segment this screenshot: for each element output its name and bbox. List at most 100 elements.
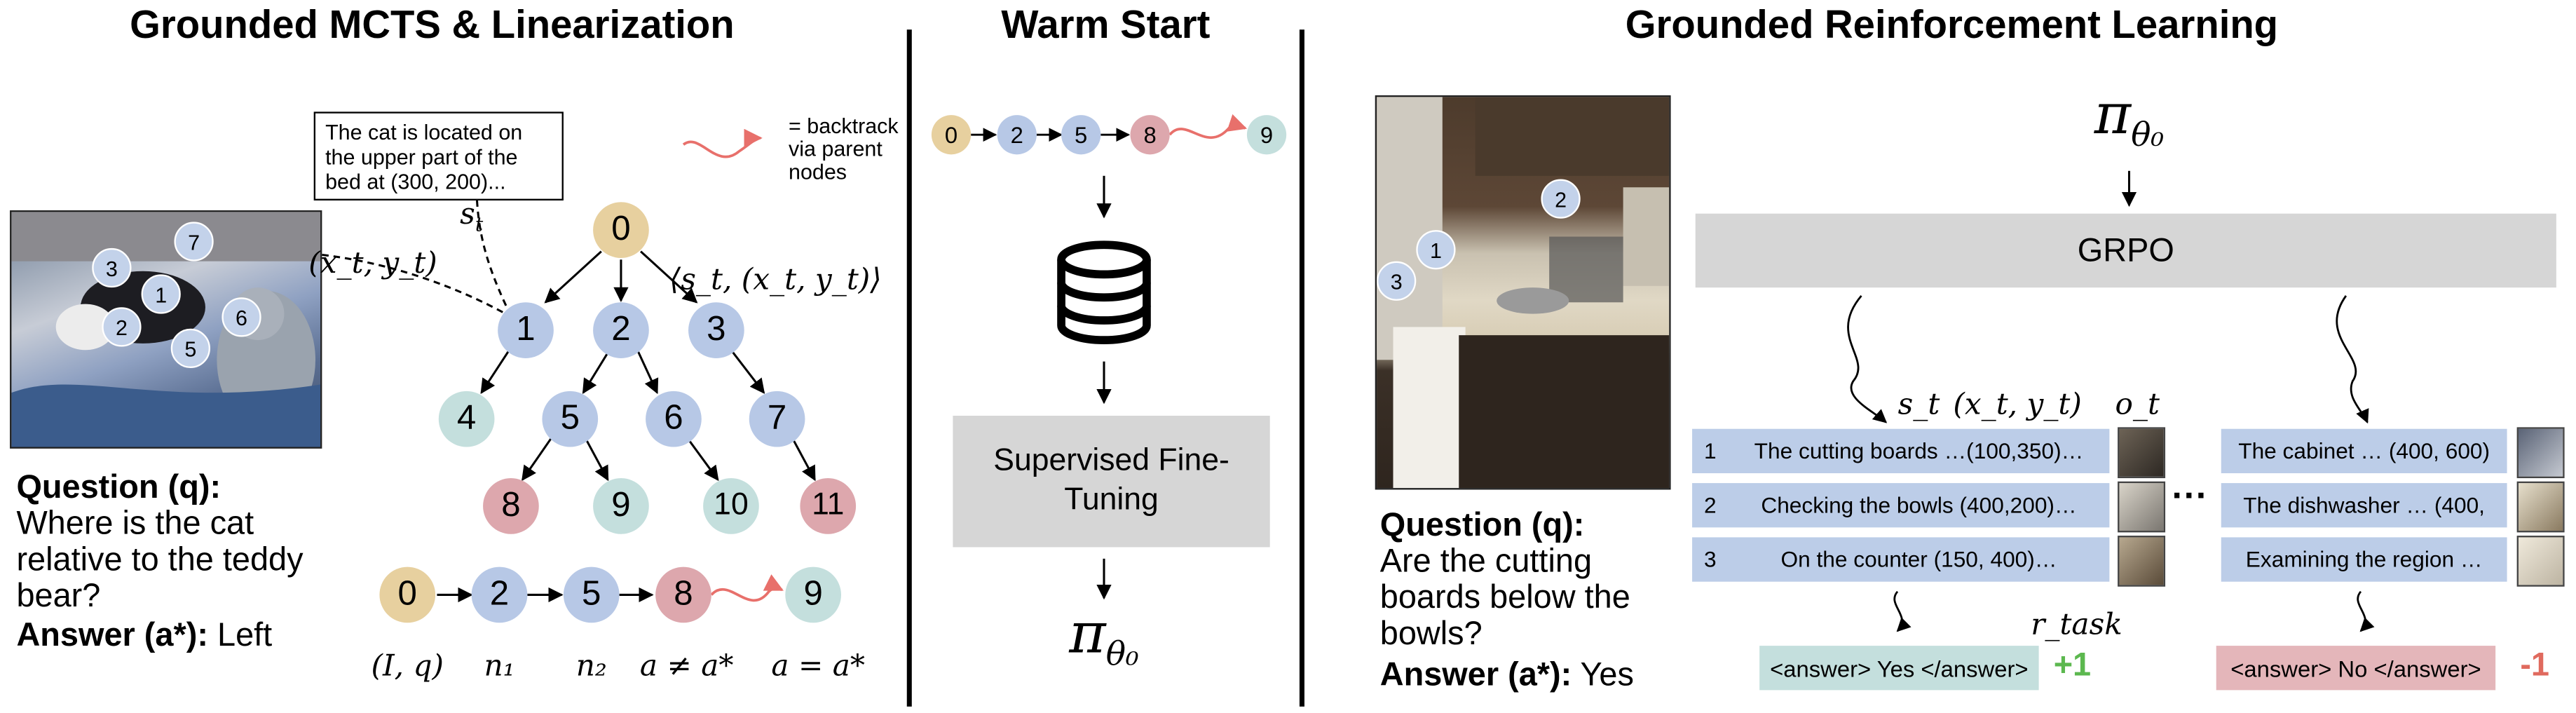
section-title-mcts: Grounded MCTS & Linearization (130, 3, 735, 48)
tree-edges (480, 250, 816, 482)
dashed-arrow-state (469, 179, 507, 306)
kitchen-node-2: 2 (1541, 179, 1581, 219)
database-icon (1057, 240, 1151, 345)
grl-col-obs: o_t (2115, 388, 2160, 423)
cat-photo-shapes (11, 212, 321, 447)
path-label-correct: a = a* (771, 649, 865, 684)
label-coord: (x_t, y_t) (308, 246, 437, 281)
mcts-question-block: Question (q): Where is the cat relative … (16, 470, 328, 614)
backtrack-arrow-left (710, 574, 784, 602)
tree-node-4: 4 (438, 391, 495, 447)
photo-node-6: 6 (222, 297, 261, 337)
path-label-input: (I, q) (371, 649, 444, 684)
grl-col-coord: (x_t, y_t) (1953, 388, 2082, 423)
photo-node-5: 5 (170, 328, 210, 368)
warm-node-0: 0 (931, 115, 972, 155)
grpo-left-arrow (1847, 294, 1888, 423)
traj-left-row: 2 Checking the bowls (400,200)… (1692, 483, 2110, 528)
kitchen-photo-shapes (1377, 97, 1670, 489)
state-callout: The cat is located on the upper part of … (313, 111, 564, 201)
obs-thumbnail (2118, 481, 2166, 533)
row-text: Checking the bowls (400,200)… (1761, 493, 2077, 518)
kitchen-node-1: 1 (1416, 230, 1456, 270)
tree-node-2: 2 (593, 302, 649, 358)
tree-node-11: 11 (800, 478, 857, 534)
traj-right-row: Examining the region … (2221, 537, 2507, 582)
kitchen-node-3: 3 (1377, 261, 1417, 301)
grl-answer-block: Answer (a*): Yes (1380, 658, 1634, 694)
sft-box: Supervised Fine-Tuning (953, 415, 1270, 548)
mcts-answer-block: Answer (a*): Left (16, 618, 272, 654)
path-label-n1: n₁ (484, 649, 515, 684)
tree-node-10: 10 (703, 478, 759, 534)
answer-no-box: <answer> No </answer> (2216, 646, 2496, 691)
grl-col-state: s_t (1897, 388, 1940, 423)
mcts-answer-label: Answer (a*): (16, 618, 208, 654)
reward-label: r_task (2031, 608, 2122, 643)
divider-right (1299, 29, 1304, 707)
row-text: The dishwasher … (400, (2243, 493, 2485, 518)
grpo-right-arrow (2336, 295, 2369, 424)
cat-photo (10, 210, 322, 449)
traj-right-row: The cabinet … (400, 600) (2221, 428, 2507, 473)
mcts-answer-text: Left (217, 618, 273, 654)
backtrack-note: = backtrack via parent nodes (789, 113, 899, 184)
row-number: 1 (1704, 438, 1717, 463)
label-tuple: ⟨s_t, (x_t, y_t)⟩ (669, 263, 882, 298)
tree-node-8: 8 (483, 478, 539, 534)
answer-right-arrow (2357, 590, 2375, 632)
row-number: 2 (1704, 493, 1717, 518)
path-label-n2: n₂ (575, 649, 607, 684)
mcts-question-text: Where is the cat relative to the teddy b… (16, 505, 304, 615)
traj-left-row: 3 On the counter (150, 400)… (1692, 537, 2110, 582)
grl-question-text: Are the cutting boards below the bowls? (1379, 543, 1630, 653)
traj-right-row: The dishwasher … (400, (2221, 483, 2507, 528)
backtrack-legend-arrow (682, 128, 763, 158)
answer-yes-box: <answer> Yes </answer> (1759, 646, 2039, 691)
tree-node-0: 0 (593, 202, 649, 258)
row-number: 3 (1704, 547, 1717, 572)
row-text: The cutting boards …(100,350)… (1754, 438, 2084, 463)
row-text: The cabinet … (400, 600) (2238, 438, 2490, 463)
label-state: st (460, 197, 484, 236)
obs-thumbnail (2516, 427, 2565, 479)
row-text: Examining the region … (2245, 547, 2483, 572)
warm-node-9: 9 (1246, 115, 1287, 155)
path-node-8: 8 (655, 566, 711, 623)
grl-question-block: Question (q): Are the cutting boards bel… (1380, 508, 1668, 652)
obs-thumbnail (2118, 427, 2166, 479)
divider-left (906, 29, 912, 707)
traj-left-row: 1 The cutting boards …(100,350)… (1692, 428, 2110, 473)
path-node-5: 5 (563, 566, 620, 623)
ellipsis: ··· (2172, 475, 2208, 516)
answer-left-arrow (1893, 590, 1911, 632)
backtrack-arrow-warm (1168, 114, 1248, 139)
grl-answer-label: Answer (a*): (1379, 657, 1572, 694)
obs-thumbnail (2516, 481, 2565, 533)
tree-node-6: 6 (646, 391, 702, 447)
section-title-grl: Grounded Reinforcement Learning (1625, 3, 2279, 48)
grl-question-label: Question (q): (1379, 508, 1585, 544)
warm-policy-label: πθ₀ (1069, 601, 1139, 674)
tree-node-1: 1 (498, 302, 554, 358)
tree-node-3: 3 (688, 302, 744, 358)
grpo-box: GRPO (1695, 213, 2556, 288)
row-text: On the counter (150, 400)… (1780, 547, 2057, 572)
reward-negative: -1 (2520, 647, 2550, 684)
section-title-warm-start: Warm Start (1001, 3, 1211, 48)
tree-node-9: 9 (593, 478, 649, 534)
grl-answer-text: Yes (1580, 657, 1634, 694)
mcts-question-label: Question (q): (16, 470, 222, 506)
path-node-0: 0 (379, 566, 436, 623)
warm-node-8: 8 (1130, 115, 1170, 155)
warm-node-2: 2 (997, 115, 1037, 155)
photo-node-1: 1 (141, 274, 181, 314)
photo-node-7: 7 (174, 222, 214, 262)
grl-policy-label: πθ₀ (2094, 82, 2165, 154)
warm-node-5: 5 (1061, 115, 1101, 155)
photo-node-2: 2 (102, 307, 142, 347)
photo-node-3: 3 (92, 247, 132, 288)
tree-node-7: 7 (749, 391, 805, 447)
